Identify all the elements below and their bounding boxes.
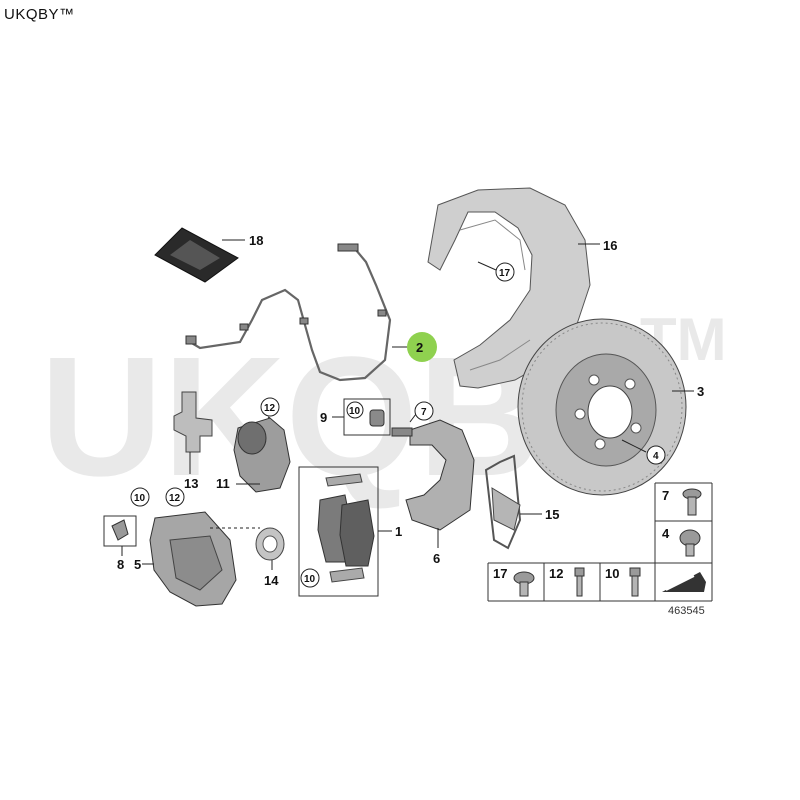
callout-11: 11: [216, 476, 230, 491]
part-6-caliper-carrier[interactable]: [391, 419, 475, 531]
fastener-grid: [487, 482, 713, 602]
callout-6: 6: [433, 551, 440, 566]
callout-2: 2: [416, 340, 423, 355]
callout-14: 14: [264, 573, 279, 588]
callout-10c-circle: [130, 487, 150, 507]
callout-17a-circle: [495, 262, 515, 282]
brand-label: UKQBY™: [4, 6, 75, 23]
callout-3: 3: [697, 384, 704, 399]
callout-1: 1: [395, 524, 402, 539]
bolt-10[interactable]: [629, 567, 641, 597]
callout-8: 8: [117, 557, 124, 572]
bolt-17[interactable]: [513, 571, 535, 597]
part-18-shim[interactable]: [154, 227, 239, 283]
part-3-brake-disc[interactable]: [517, 318, 687, 496]
callout-4b: 4: [662, 526, 670, 541]
callout-17a: 17: [499, 268, 511, 279]
bolt-4[interactable]: [679, 529, 701, 557]
part-15-anti-rattle-spring[interactable]: [484, 454, 522, 550]
callout-17b: 17: [493, 566, 507, 581]
callout-15: 15: [545, 507, 559, 522]
callout-10c: 10: [134, 493, 146, 504]
callout-12b-circle: [165, 487, 185, 507]
bolt-7[interactable]: [682, 488, 702, 516]
callout-9: 9: [320, 410, 327, 425]
callout-5: 5: [134, 557, 141, 572]
callout-7a: 7: [421, 407, 427, 418]
callout-7b: 7: [662, 488, 669, 503]
callout-10a-circle: [346, 401, 364, 419]
part-1-brake-pads[interactable]: [317, 473, 375, 583]
callout-7a-circle: [414, 401, 434, 421]
part-8-cap[interactable]: [111, 519, 129, 541]
box-8: [103, 515, 137, 547]
callout-16: 16: [603, 238, 617, 253]
callout-10d: 10: [605, 566, 619, 581]
callout-18: 18: [249, 233, 263, 248]
part-5-caliper-housing[interactable]: [149, 511, 237, 607]
part-11-actuator[interactable]: [233, 417, 291, 493]
diagram-number: 463545: [668, 605, 705, 617]
callout-4a: 4: [653, 451, 659, 462]
callout-10a: 10: [349, 406, 361, 417]
part-10-bushing[interactable]: [369, 409, 385, 427]
bolt-12[interactable]: [574, 567, 585, 597]
callout-10b: 10: [304, 574, 316, 585]
callout-12a-circle: [260, 397, 280, 417]
callout-4-circle: [646, 445, 666, 465]
callout-10b-circle: [300, 568, 320, 588]
callout-12a: 12: [264, 403, 276, 414]
part-13-bracket[interactable]: [173, 391, 213, 453]
callout-12c: 12: [549, 566, 563, 581]
callout-12b: 12: [169, 493, 181, 504]
direction-arrow-icon: [662, 572, 706, 592]
callout-2-highlight: [407, 332, 437, 362]
part-2-wear-sensor[interactable]: [185, 243, 392, 382]
callout-13: 13: [184, 476, 198, 491]
